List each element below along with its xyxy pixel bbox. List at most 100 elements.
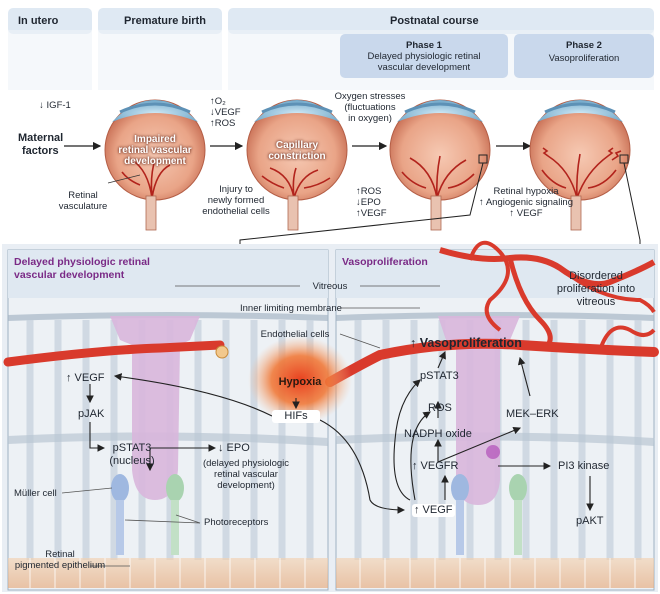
epo-desc-1: (delayed physiologic: [202, 458, 290, 469]
photoreceptors-label: Photoreceptors: [204, 517, 269, 528]
vessel-right-top3: [558, 266, 656, 314]
ros-label: ROS: [428, 402, 452, 414]
pjak-label: pJAK: [78, 408, 105, 420]
leader-endothelial: [339, 333, 381, 349]
left-title-1: Delayed physiologic retinal: [14, 256, 150, 268]
pathway-arrows-right: [319, 350, 594, 514]
phase2-desc: Vasoproliferation: [548, 53, 620, 64]
epo-desc-2: retinal vascular: [214, 469, 278, 480]
injury-line-3: endothelial cells: [202, 206, 270, 217]
rpe-dividers: [29, 558, 636, 588]
stage-in-utero: In utero: [18, 15, 59, 27]
leader-photo-1: [124, 519, 201, 524]
phase1-title: Phase 1: [406, 40, 442, 51]
oxy-line-1: Oxygen stresses: [334, 91, 406, 102]
retinal-vasc-2: vasculature: [58, 201, 108, 212]
injury-line-2: newly formed: [207, 195, 265, 206]
leader-muller: [61, 487, 113, 494]
muller-cell-left: [110, 316, 200, 500]
ros-line-2: ↓EPO: [356, 197, 381, 208]
stage-premature: Premature birth: [124, 15, 206, 27]
epo-desc-3: development): [217, 480, 275, 491]
retinal-vasc-1: Retinal: [68, 190, 98, 201]
nadph-label: NADPH oxide: [404, 428, 472, 440]
eye-1: [104, 99, 206, 231]
endothelial-bud: [215, 345, 229, 359]
vessel-right-top1: [439, 247, 656, 288]
muller-nucleus-right: [486, 445, 500, 459]
maternal-line-2: factors: [22, 145, 59, 157]
disordered-3: vitreous: [576, 296, 616, 308]
ilm-left: [7, 312, 329, 321]
vessel-right-top5: [598, 325, 656, 351]
pstat3-left-1: pSTAT3: [112, 442, 152, 454]
vessel-right-top4: [468, 240, 510, 332]
hyp-line-2: ↑ Angiogenic signaling: [478, 197, 573, 208]
vessel-left: [3, 340, 225, 367]
pi3k-label: PI3 kinase: [558, 460, 610, 472]
hypoxia-glow: [248, 336, 352, 424]
hyp-line-3: ↑ VEGF: [509, 208, 543, 219]
pakt-label: pAKT: [576, 515, 604, 527]
phase2-title: Phase 2: [566, 40, 602, 51]
pstat3-right: pSTAT3: [420, 370, 459, 382]
vessel-right-top2: [507, 257, 553, 347]
photoreceptor-cells-left: [111, 474, 184, 555]
maternal-line-1: Maternal: [18, 132, 64, 144]
vegf-right: ↑ VEGF: [412, 504, 455, 517]
rpe-label-1: Retinal: [45, 549, 75, 560]
eye1-label-3: development: [124, 156, 186, 167]
injury-line-1: Injury to: [219, 184, 253, 195]
rpe-label-2: pigmented epithelium: [14, 560, 106, 571]
leader-retinal: [107, 174, 141, 184]
left-title-2: vascular development: [14, 269, 125, 281]
vitreous-label: Vitreous: [312, 281, 348, 292]
left-title-band: [8, 250, 328, 298]
header-premature: [98, 8, 222, 34]
header-shade-2: [98, 30, 222, 90]
oxy-line-3: in oxygen): [348, 113, 392, 124]
hifs-label: HIFs: [272, 410, 320, 423]
eye1-label-1: Impaired: [134, 134, 176, 145]
eye2-label-2: constriction: [268, 151, 326, 162]
epo-label: ↓ EPO: [218, 442, 250, 454]
ilm-right: [335, 312, 655, 321]
ros-line-3: ↑VEGF: [356, 208, 387, 219]
vegfr-label: ↑ VEGFR: [412, 460, 459, 472]
phase1-desc-2: vascular development: [377, 62, 471, 73]
o2-line-3: ↑ROS: [210, 118, 236, 129]
leader-photo-2: [175, 514, 201, 524]
eye-2: [246, 99, 348, 231]
phase1-desc-1: Delayed physiologic retinal: [367, 51, 481, 62]
eye1-label-2: retinal vascular: [118, 145, 192, 156]
oxy-line-2: (fluctuations: [344, 102, 396, 113]
phase2-box: [514, 34, 654, 78]
eye2-label-1: Capillary: [275, 140, 319, 151]
pathway-arrows-left: [86, 373, 300, 472]
muller-label: Müller cell: [14, 488, 57, 499]
mek-label: MEK–ERK: [506, 408, 559, 420]
vegf-left: ↑ VEGF: [66, 372, 105, 384]
hyp-line-1: Retinal hypoxia: [493, 186, 559, 197]
phase1-box: [340, 34, 508, 78]
igf-label: ↓ IGF-1: [39, 100, 71, 111]
muller-cell-right: [438, 316, 520, 505]
pstat3-left-2: (nucleus): [109, 455, 155, 467]
header-shade-1: [8, 30, 92, 90]
eye-3: [389, 99, 491, 231]
photoreceptor-cells-right: [451, 474, 527, 555]
hypoxia-label: Hypoxia: [278, 376, 322, 388]
rpe-right: [336, 558, 654, 588]
ros-line-1: ↑ROS: [356, 186, 382, 197]
header-postnatal: [228, 8, 654, 34]
header-in-utero: [8, 8, 92, 34]
ilm-label: Inner limiting membrane: [240, 303, 342, 314]
disordered-2: proliferation into: [556, 283, 636, 295]
rpe-left: [8, 558, 328, 588]
endothelial-label: Endothelial cells: [260, 329, 330, 340]
vasoproliferation-label: ↑ Vasoproliferation: [410, 336, 522, 350]
right-title: Vasoproliferation: [342, 256, 428, 268]
o2-line-1: ↑O₂: [210, 96, 226, 107]
